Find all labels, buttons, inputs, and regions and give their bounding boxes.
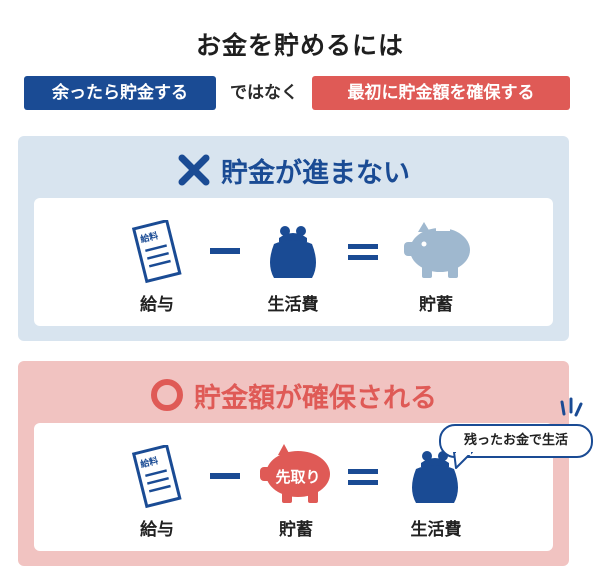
bad-formula: 給料 給与 生活費 <box>34 198 553 326</box>
leftover-saving-tag: 余ったら貯金する <box>24 76 216 110</box>
bad-salary-label: 給与 <box>140 295 174 315</box>
piggy-bank-icon <box>260 444 330 503</box>
pay-envelope-icon: 給料 <box>131 220 182 284</box>
emphasis-lines-icon <box>560 397 583 417</box>
save-first-tag: 最初に貯金額を確保する <box>312 76 570 110</box>
rather-than-text: ではなく <box>230 83 298 103</box>
good-savings-item: 先取り 貯蓄 <box>248 423 344 551</box>
good-living-cost-item: 生活費 <box>386 423 486 551</box>
bad-living-cost-item: 生活費 <box>248 198 338 326</box>
page-title: お金を貯めるには <box>195 31 404 60</box>
good-example-heading: 貯金額が確保される <box>18 375 569 415</box>
bad-heading-text: 貯金が進まない <box>221 157 410 189</box>
minus-icon <box>210 248 240 254</box>
good-savings-label: 貯蓄 <box>279 520 313 540</box>
good-example-panel: 貯金額が確保される 給料 給与 <box>18 361 569 566</box>
save-first-label: 先取り <box>275 468 321 486</box>
equals-icon <box>348 244 378 260</box>
speech-bubble-tail <box>453 452 473 469</box>
subline: 余ったら貯金する ではなく 最初に貯金額を確保する <box>0 76 600 110</box>
bad-example-heading: 貯金が進まない <box>18 150 569 190</box>
good-salary-item: 給料 給与 <box>114 423 200 551</box>
minus-icon <box>210 473 240 479</box>
coin-purse-icon <box>412 451 458 503</box>
bad-salary-item: 給料 給与 <box>114 198 200 326</box>
good-living-cost-label: 生活費 <box>410 520 462 540</box>
bad-living-cost-label: 生活費 <box>267 295 319 315</box>
good-salary-label: 給与 <box>140 520 174 540</box>
equals-icon <box>348 469 378 485</box>
good-heading-text: 貯金額が確保される <box>194 382 437 414</box>
coin-purse-icon <box>270 226 316 278</box>
pay-envelope-icon: 給料 <box>131 445 182 509</box>
bad-savings-label: 貯蓄 <box>419 295 453 315</box>
circle-icon <box>150 378 184 412</box>
bad-example-panel: 貯金が進まない 給料 給与 <box>18 136 569 341</box>
piggy-bank-icon <box>404 222 470 278</box>
bad-savings-item: 貯蓄 <box>388 198 484 326</box>
cross-icon <box>177 153 211 187</box>
